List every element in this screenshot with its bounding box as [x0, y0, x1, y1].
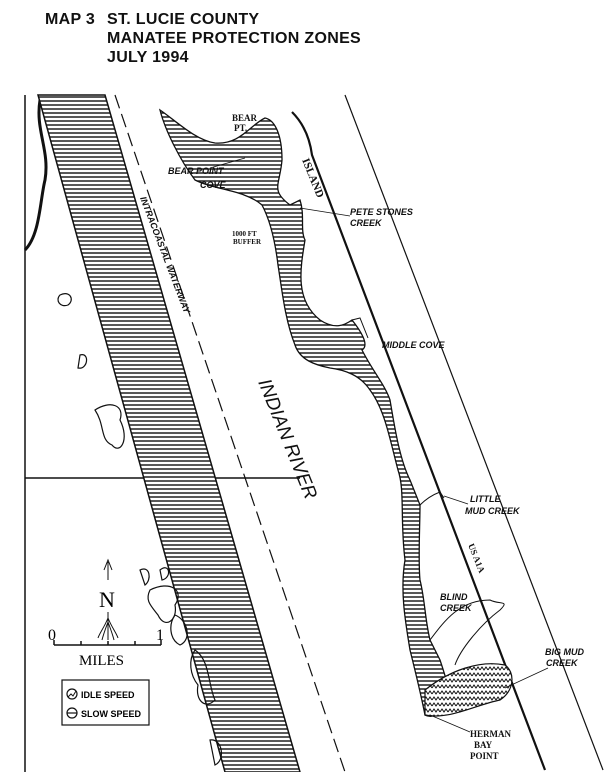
label-pete-stones-creek-2: CREEK — [350, 218, 383, 228]
idle-speed-icon — [66, 688, 78, 700]
legend-slow-speed: SLOW SPEED — [81, 709, 142, 719]
label-bear-point-cove-2: COVE — [200, 180, 227, 190]
label-herman-bay-point: HERMAN — [470, 729, 511, 739]
north-label: N — [99, 587, 115, 612]
label-bear-pt: BEAR — [232, 113, 258, 123]
big-mud-creek-idle-speed-zone — [424, 663, 513, 717]
title-line-1: ST. LUCIE COUNTY — [107, 11, 260, 28]
label-buffer-2: BUFFER — [233, 238, 262, 246]
label-little-mud-creek: LITTLE — [470, 494, 501, 504]
scale-unit: MILES — [79, 653, 124, 669]
slow-speed-icon — [66, 707, 78, 719]
leader-line — [443, 495, 469, 505]
label-bear-pt-2: PT. — [234, 123, 247, 133]
legend: IDLE SPEED SLOW SPEED — [61, 679, 150, 726]
label-blind-creek-2: CREEK — [440, 603, 473, 613]
label-herman-bay-point-2: BAY — [474, 740, 493, 750]
label-buffer: 1000 FT — [232, 230, 257, 238]
label-big-mud-creek: BIG MUD — [545, 647, 584, 657]
title-line-3: JULY 1994 — [107, 49, 189, 66]
title-line-2: MANATEE PROTECTION ZONES — [107, 30, 362, 47]
label-middle-cove: MIDDLE COVE — [382, 340, 446, 350]
label-bear-point-cove: BEAR POINT — [168, 166, 225, 176]
map-number: MAP 3 — [45, 11, 96, 28]
label-blind-creek: BLIND — [440, 592, 468, 602]
leader-line — [299, 207, 351, 217]
us-a1a-road — [291, 111, 547, 771]
label-herman-bay-point-3: POINT — [470, 751, 499, 761]
island-east-shore — [344, 94, 604, 771]
leader-line — [429, 714, 471, 733]
east-shore-slow-speed-zone — [158, 108, 451, 717]
label-indian-river: INDIAN RIVER — [253, 376, 320, 503]
scale-start: 0 — [48, 627, 56, 644]
north-arrow-icon — [97, 558, 119, 641]
legend-idle-speed: IDLE SPEED — [81, 690, 135, 700]
scale-end: 1 — [156, 627, 164, 644]
label-big-mud-creek-2: CREEK — [546, 658, 579, 668]
map-title: MAP 3 ST. LUCIE COUNTY MANATEE PROTECTION… — [45, 10, 361, 67]
leader-line — [209, 157, 246, 169]
label-pete-stones-creek: PETE STONES — [350, 207, 413, 217]
west-shoreline — [23, 99, 48, 252]
label-little-mud-creek-2: MUD CREEK — [465, 506, 521, 516]
leader-line — [504, 667, 549, 689]
little-mud-creek — [419, 491, 445, 506]
scale-bar — [53, 640, 162, 646]
middle-cove-inlet — [351, 317, 369, 339]
blind-creek — [429, 599, 505, 666]
river-islands — [57, 293, 223, 766]
intracoastal-slow-speed-zone — [37, 94, 301, 772]
